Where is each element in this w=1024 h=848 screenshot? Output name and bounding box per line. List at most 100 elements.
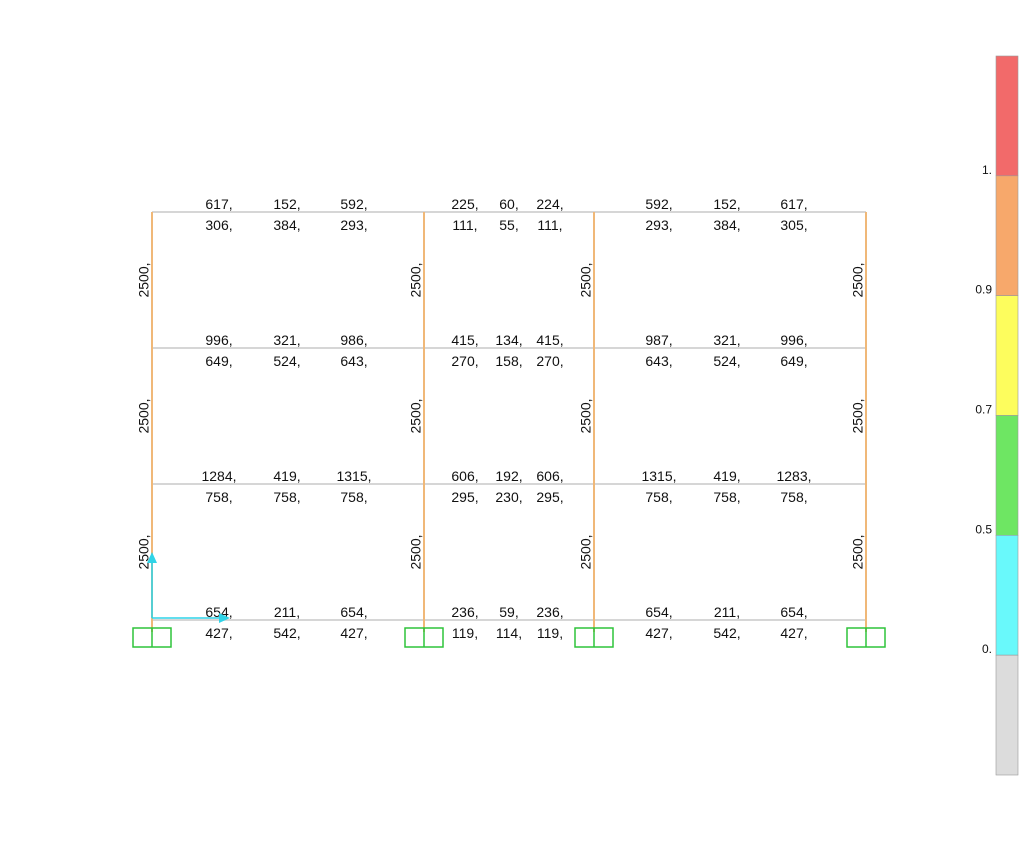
beam-value-bottom: 384,: [273, 217, 300, 233]
axis-arrow-up-icon: [147, 552, 157, 563]
column-label: 2500,: [408, 534, 424, 569]
beam-value-bottom: 427,: [780, 625, 807, 641]
beam-value-top: 60,: [499, 196, 518, 212]
beam-value-top: 415,: [451, 332, 478, 348]
column-label: 2500,: [578, 262, 594, 297]
column-label: 2500,: [850, 398, 866, 433]
beam-value-bottom: 758,: [645, 489, 672, 505]
beam-value-top: 419,: [713, 468, 740, 484]
beam-value-top: 617,: [780, 196, 807, 212]
legend-band-red: [995, 55, 1019, 177]
column-label: 2500,: [850, 262, 866, 297]
column-label: 2500,: [136, 534, 152, 569]
beam-value-top: 654,: [645, 604, 672, 620]
support-4: [846, 627, 886, 648]
beam-value-bottom: 758,: [713, 489, 740, 505]
legend-tick-label: 0.9: [975, 283, 992, 297]
column-label: 2500,: [136, 262, 152, 297]
beam-value-bottom: 55,: [499, 217, 518, 233]
beam-value-top: 236,: [536, 604, 563, 620]
beam-value-bottom: 758,: [780, 489, 807, 505]
beam-value-top: 654,: [340, 604, 367, 620]
beam-value-top: 321,: [713, 332, 740, 348]
beam-value-top: 1283,: [776, 468, 811, 484]
beam-value-top: 986,: [340, 332, 367, 348]
beam-value-bottom: 427,: [205, 625, 232, 641]
legend-tick-label: 1.: [982, 163, 992, 177]
beam-value-bottom: 643,: [645, 353, 672, 369]
beam-value-top: 211,: [274, 604, 300, 620]
beam-value-bottom: 158,: [495, 353, 522, 369]
beam-value-bottom: 295,: [451, 489, 478, 505]
beam-value-top: 996,: [780, 332, 807, 348]
beam-value-top: 606,: [451, 468, 478, 484]
beam-value-top: 617,: [205, 196, 232, 212]
beam-value-bottom: 542,: [713, 625, 740, 641]
beam-value-bottom: 524,: [273, 353, 300, 369]
column-label: 2500,: [578, 534, 594, 569]
beam-value-bottom: 111,: [452, 217, 477, 233]
beam-value-top: 1315,: [641, 468, 676, 484]
beam-value-top: 419,: [273, 468, 300, 484]
beam-value-bottom: 649,: [780, 353, 807, 369]
beam-value-bottom: 111,: [537, 217, 562, 233]
column-label: 2500,: [136, 398, 152, 433]
color-scale-legend: [995, 55, 1019, 776]
beam-value-top: 59,: [499, 604, 518, 620]
beam-value-bottom: 270,: [536, 353, 563, 369]
beam-value-top: 996,: [205, 332, 232, 348]
support-3: [574, 627, 614, 648]
beam-value-bottom: 384,: [713, 217, 740, 233]
beam-value-bottom: 230,: [495, 489, 522, 505]
beam-value-top: 236,: [451, 604, 478, 620]
legend-band-yellow: [995, 295, 1019, 416]
beam-value-bottom: 758,: [205, 489, 232, 505]
column-label: 2500,: [408, 262, 424, 297]
beam-value-bottom: 649,: [205, 353, 232, 369]
beam-value-top: 606,: [536, 468, 563, 484]
support-1: [132, 627, 172, 648]
column-label: 2500,: [578, 398, 594, 433]
beam-value-top: 152,: [273, 196, 300, 212]
beam-value-top: 152,: [713, 196, 740, 212]
beam-value-bottom: 293,: [645, 217, 672, 233]
beam-value-top: 134,: [495, 332, 522, 348]
legend-tick-label: 0.5: [975, 522, 992, 536]
legend-tick-label: 0.: [982, 642, 992, 656]
beam-value-bottom: 119,: [452, 625, 478, 641]
beam-value-top: 415,: [536, 332, 563, 348]
column-label: 2500,: [850, 534, 866, 569]
beam-value-top: 1284,: [201, 468, 236, 484]
beam-value-top: 987,: [645, 332, 672, 348]
beam-value-bottom: 114,: [496, 625, 522, 641]
legend-band-orange: [995, 175, 1019, 296]
beam-value-top: 592,: [645, 196, 672, 212]
axis-arrow-right-icon: [219, 613, 230, 623]
beam-value-bottom: 293,: [340, 217, 367, 233]
beam-value-top: 1315,: [336, 468, 371, 484]
beam-value-bottom: 427,: [645, 625, 672, 641]
column-label: 2500,: [408, 398, 424, 433]
beam-value-bottom: 758,: [273, 489, 300, 505]
beam-value-bottom: 643,: [340, 353, 367, 369]
beam-value-bottom: 305,: [780, 217, 807, 233]
support-2: [404, 627, 444, 648]
beam-value-bottom: 524,: [713, 353, 740, 369]
beam-value-bottom: 270,: [451, 353, 478, 369]
beam-value-bottom: 119,: [537, 625, 563, 641]
legend-band-green: [995, 415, 1019, 536]
beam-value-bottom: 306,: [205, 217, 232, 233]
axis-icon: [147, 552, 230, 623]
beam-value-top: 225,: [451, 196, 478, 212]
beam-value-top: 321,: [273, 332, 300, 348]
beam-value-top: 654,: [205, 604, 232, 620]
beam-value-top: 592,: [340, 196, 367, 212]
beam-value-top: 654,: [780, 604, 807, 620]
beam-value-top: 224,: [536, 196, 563, 212]
legend-tick-label: 0.7: [975, 403, 992, 417]
beam-value-top: 192,: [495, 468, 522, 484]
beam-value-top: 211,: [714, 604, 740, 620]
beam-value-bottom: 542,: [273, 625, 300, 641]
legend-band-cyan: [995, 535, 1019, 656]
beam-value-bottom: 427,: [340, 625, 367, 641]
